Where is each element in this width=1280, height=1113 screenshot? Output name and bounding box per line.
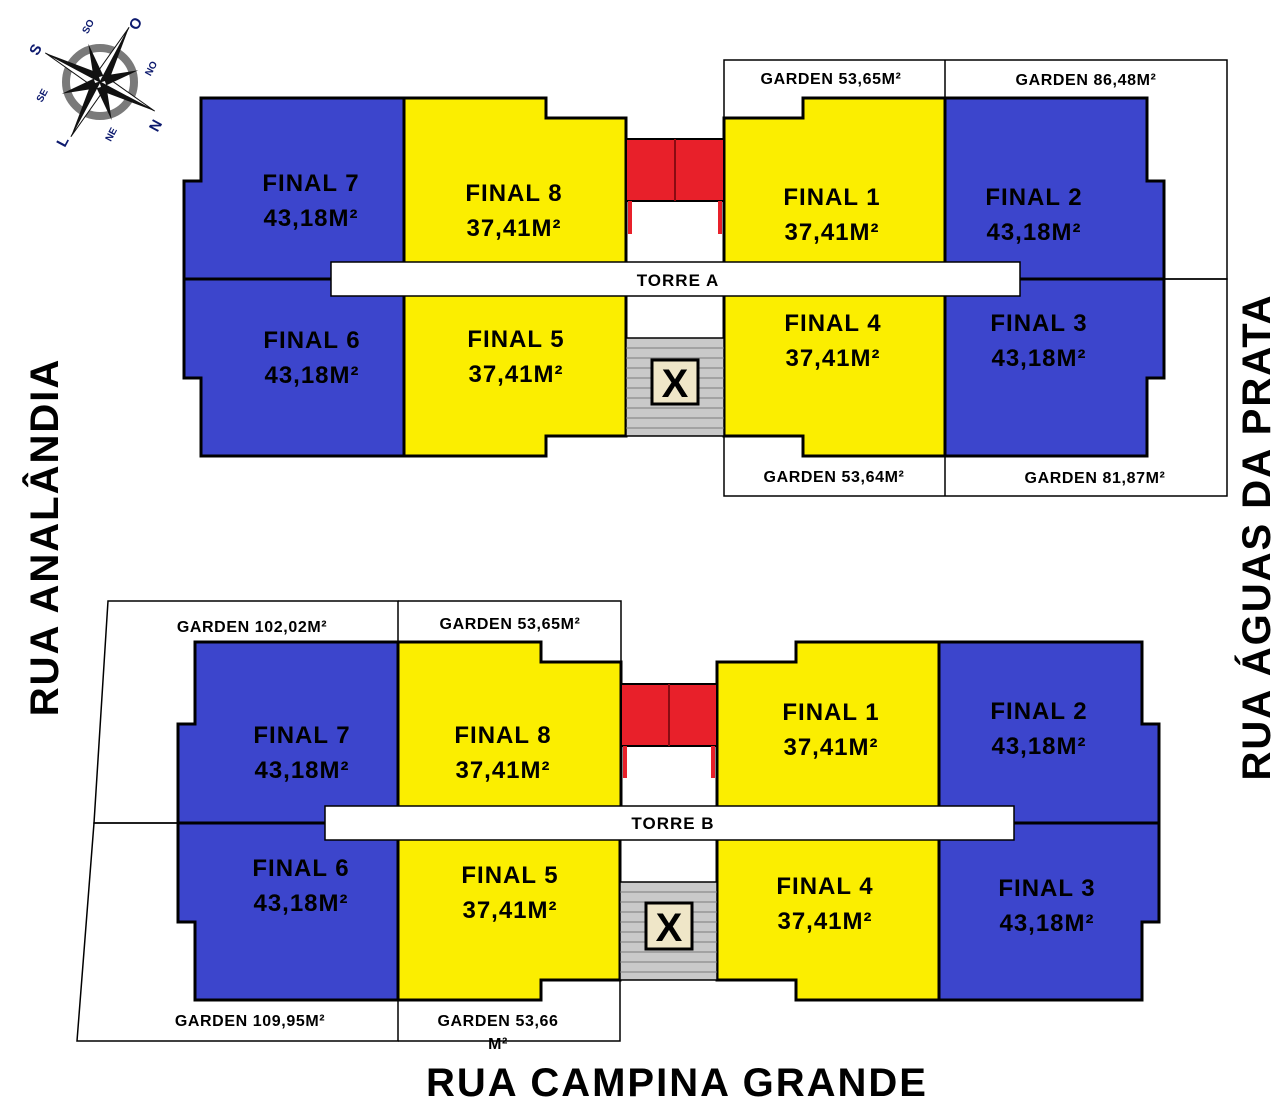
unit-a-final-2-label: FINAL 2	[985, 184, 1082, 211]
garden-b-top-left: GARDEN 102,02M²	[177, 619, 327, 636]
stairwell-top-a	[625, 138, 725, 234]
unit-b-final-1-area: 37,41M²	[783, 734, 878, 761]
compass-label-so: SO	[81, 18, 98, 36]
unit-a-final-8-label: FINAL 8	[465, 180, 562, 207]
elevator-a: X	[650, 358, 700, 406]
compass-label-east: L	[53, 134, 72, 150]
street-left-label: RUA ANALÂNDIA	[21, 358, 67, 717]
unit-b-final-7-label: FINAL 7	[253, 722, 350, 749]
garden-a-bottom-left: GARDEN 53,64M²	[764, 469, 905, 486]
unit-b-final-2-label: FINAL 2	[990, 698, 1087, 725]
unit-b-final-4-area: 37,41M²	[777, 908, 872, 935]
unit-b-final-1	[715, 640, 941, 825]
tower-b-label: TORRE B	[631, 814, 714, 833]
tower-a-label: TORRE A	[637, 271, 720, 290]
street-right-label: RUA ÁGUAS DA PRATA	[1234, 293, 1279, 780]
unit-a-final-3-label: FINAL 3	[990, 310, 1087, 337]
unit-b-final-3-area: 43,18M²	[999, 910, 1094, 937]
unit-a-final-3	[943, 277, 1166, 458]
unit-b-final-4-label: FINAL 4	[776, 873, 873, 900]
unit-b-final-8-area: 37,41M²	[455, 757, 550, 784]
stairwell-top-b	[620, 683, 718, 778]
unit-b-final-8-label: FINAL 8	[454, 722, 551, 749]
unit-a-final-6-label: FINAL 6	[263, 327, 360, 354]
unit-a-final-8-area: 37,41M²	[466, 215, 561, 242]
compass-label-se: SE	[35, 87, 51, 104]
unit-a-final-7-label: FINAL 7	[262, 170, 359, 197]
unit-a-final-1-area: 37,41M²	[784, 219, 879, 246]
unit-b-final-7-area: 43,18M²	[254, 757, 349, 784]
garden-b-top-right: GARDEN 53,65M²	[440, 616, 581, 633]
elevator-mark-b: X	[656, 906, 683, 950]
street-bottom-label: RUA CAMPINA GRANDE	[426, 1061, 928, 1105]
unit-b-final-6-label: FINAL 6	[252, 855, 349, 882]
unit-a-final-3-area: 43,18M²	[991, 345, 1086, 372]
tower-b: X TORRE B FINAL 7 43,18M² FINAL 8 37,41M…	[76, 600, 1161, 1053]
compass-label-south: S	[26, 41, 46, 58]
garden-b-bottom-left: GARDEN 109,95M²	[175, 1013, 325, 1030]
compass-label-west: O	[126, 14, 147, 33]
tower-a: X TORRE A FINAL 7 43,18M² FINAL 8 37,41M…	[182, 59, 1228, 497]
unit-b-final-3	[937, 821, 1161, 1002]
unit-a-final-6-area: 43,18M²	[264, 362, 359, 389]
unit-b-final-3-label: FINAL 3	[998, 875, 1095, 902]
compass-ring	[62, 44, 138, 120]
unit-a-final-7-area: 43,18M²	[263, 205, 358, 232]
corridor-a	[330, 261, 1021, 297]
garden-a-bottom-right: GARDEN 81,87M²	[1025, 470, 1166, 487]
unit-a-final-4-label: FINAL 4	[784, 310, 881, 337]
garden-a-top-left: GARDEN 53,65M²	[761, 71, 902, 88]
compass-label-ne: NE	[104, 126, 120, 144]
compass-label-north: N	[146, 117, 166, 135]
unit-a-final-5-label: FINAL 5	[467, 326, 564, 353]
unit-b-final-6-area: 43,18M²	[253, 890, 348, 917]
unit-a-final-1-label: FINAL 1	[783, 184, 880, 211]
corridor-b	[324, 805, 1015, 841]
unit-a-final-4-area: 37,41M²	[785, 345, 880, 372]
elevator-b: X	[644, 901, 694, 951]
unit-b-final-1-label: FINAL 1	[782, 699, 879, 726]
compass-rose-icon: N S L O NE NO SE SO	[26, 14, 166, 150]
unit-b-final-2-area: 43,18M²	[991, 733, 1086, 760]
garden-a-top-right: GARDEN 86,48M²	[1016, 72, 1157, 89]
garden-b-bottom-right-unit: M²	[488, 1036, 508, 1053]
garden-outline-b-bottom	[76, 822, 399, 1042]
unit-a-final-2-area: 43,18M²	[986, 219, 1081, 246]
compass-label-no: NO	[143, 59, 160, 78]
unit-b-final-5-label: FINAL 5	[461, 862, 558, 889]
elevator-mark-a: X	[662, 362, 689, 406]
unit-b-final-5-area: 37,41M²	[462, 897, 557, 924]
garden-b-bottom-right: GARDEN 53,66	[437, 1013, 558, 1030]
unit-a-final-5-area: 37,41M²	[468, 361, 563, 388]
